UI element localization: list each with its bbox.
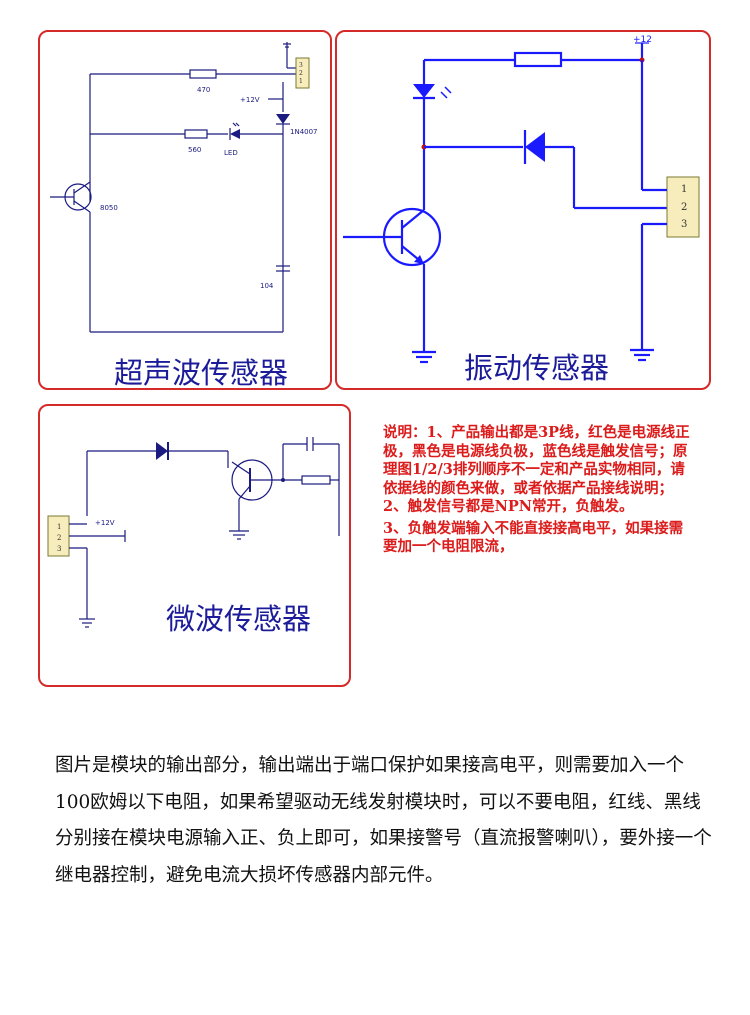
resistor-470-label: 470 <box>197 86 210 94</box>
vibration-sensor-panel: +12 1 2 3 <box>335 30 711 390</box>
vcc-label: +12V <box>240 96 260 104</box>
connector-pin-label: 3 <box>681 219 687 230</box>
resistor <box>301 475 331 485</box>
diode-label: 1N4007 <box>290 128 318 136</box>
connector-pin-label: 3 <box>299 62 303 69</box>
vibration-connector <box>666 176 700 238</box>
ultrasonic-title: 超声波传感器 <box>114 356 289 390</box>
transistor-label: 8050 <box>100 204 118 212</box>
resistor-470 <box>189 69 217 79</box>
diode-1n4007 <box>276 114 290 124</box>
resistor <box>513 51 563 68</box>
ultrasonic-connector <box>295 57 310 89</box>
vcc-label: +12 <box>633 35 652 45</box>
connector-pin-label: 2 <box>299 70 303 77</box>
connector-pin-label: 1 <box>681 184 687 195</box>
ultrasonic-circuit-diagram: 470 3 2 1 +12V 1N4007 560 LED <box>50 42 318 333</box>
diode <box>525 132 545 162</box>
vibration-circuit-diagram: +12 1 2 3 <box>343 35 700 364</box>
vcc-label: +12V <box>95 519 115 527</box>
microwave-title: 微波传感器 <box>166 602 312 636</box>
connector-pin-label: 1 <box>299 78 303 85</box>
diode <box>156 442 168 460</box>
resistor-560 <box>184 129 208 139</box>
description-paragraph: 图片是模块的输出部分，输出端出于端口保护如果接高电平，则需要加入一个100欧姆以… <box>55 755 712 886</box>
microwave-sensor-panel: 1 2 3 +12V 微波传感器 <box>38 404 351 687</box>
note-1: 说明：1、产品输出都是3P线，红色是电源线正极，黑色是电源线负极，蓝色线是触发信… <box>383 424 690 515</box>
connector-pin-label: 1 <box>57 523 61 531</box>
connector-pin-label: 3 <box>57 545 61 553</box>
note-2: 3、负触发端输入不能直接接高电平，如果接需要加一个电阻限流， <box>383 519 684 556</box>
connector-pin-label: 2 <box>57 534 61 542</box>
microwave-circuit-diagram: 1 2 3 +12V <box>47 437 340 628</box>
led-icon <box>230 129 240 139</box>
led-icon <box>413 84 435 98</box>
connector-pin-label: 2 <box>681 202 687 213</box>
resistor-560-label: 560 <box>188 146 201 154</box>
led-label: LED <box>224 149 238 157</box>
notes-block: 说明：1、产品输出都是3P线，红色是电源线正极，黑色是电源线负极，蓝色线是触发信… <box>383 424 695 557</box>
capacitor-label: 104 <box>260 282 274 290</box>
vibration-title: 振动传感器 <box>464 351 610 385</box>
ultrasonic-sensor-panel: 470 3 2 1 +12V 1N4007 560 LED <box>38 30 332 390</box>
